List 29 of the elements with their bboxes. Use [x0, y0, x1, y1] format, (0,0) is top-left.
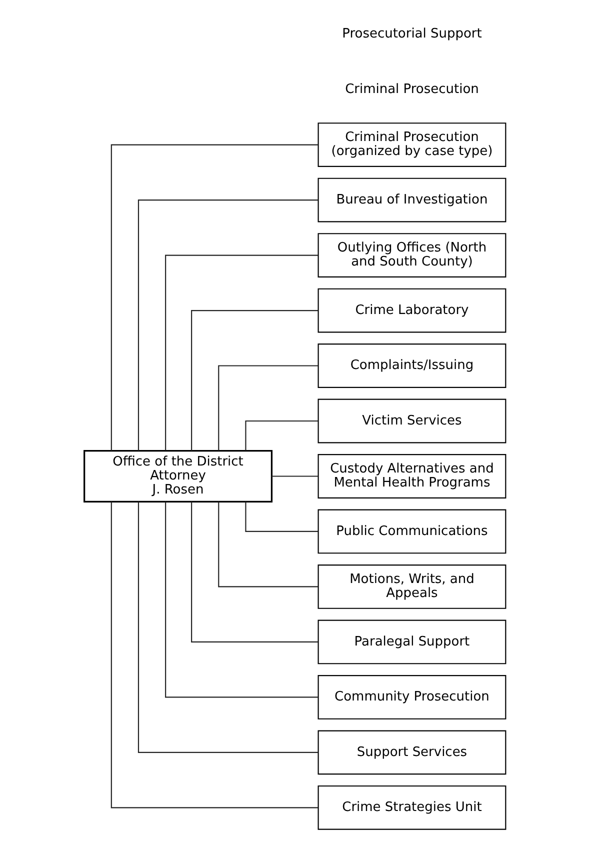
connector — [165, 502, 318, 698]
node-box: Custody Alternatives and Mental Health Programs — [318, 454, 506, 498]
connector — [218, 502, 318, 588]
node-box: Support Services — [318, 730, 506, 775]
connector — [245, 420, 318, 451]
node-box: Paralegal Support — [318, 620, 506, 664]
node-box: Motions, Writs, and Appeals — [318, 564, 506, 609]
connector — [138, 502, 318, 753]
label: Criminal Prosecution — [345, 82, 479, 97]
node-box: Bureau of Investigation — [318, 178, 506, 222]
node-box: Office of the District Attorney J. Rosen — [84, 450, 273, 502]
connector — [191, 502, 318, 642]
node-box: Complaints/Issuing — [318, 344, 506, 388]
connector — [138, 200, 318, 451]
connector — [110, 144, 318, 451]
label: Prosecutorial Support — [342, 26, 482, 42]
connector — [272, 476, 318, 477]
node-box: Public Communications — [318, 509, 506, 554]
connector — [165, 254, 318, 450]
node-box: Outlying Offices (North and South County) — [318, 233, 506, 278]
connector — [110, 502, 318, 808]
node-box: Crime Strategies Unit — [318, 785, 506, 830]
node-box: Community Prosecution — [318, 675, 506, 720]
connector — [245, 502, 318, 532]
connector — [191, 310, 318, 451]
node-box: Victim Services — [318, 398, 506, 444]
node-box: Criminal Prosecution (organized by case type) — [318, 122, 506, 167]
connector — [218, 365, 318, 451]
node-box: Crime Laboratory — [318, 288, 506, 333]
